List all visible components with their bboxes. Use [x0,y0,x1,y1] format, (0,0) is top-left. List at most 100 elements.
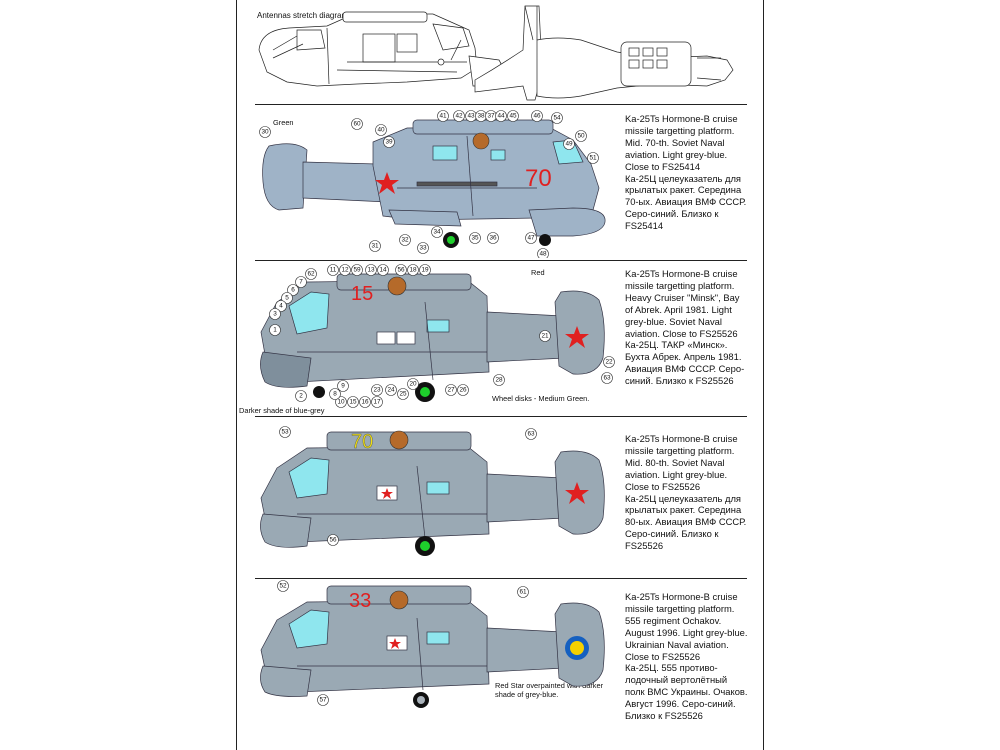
callout-label: 56 [397,267,405,274]
callout-label: 6 [291,287,295,294]
tactical-number: 70 [525,165,552,192]
callout-label: 50 [577,133,585,140]
callout-label: 16 [361,399,369,406]
red-star-icon [381,488,393,499]
callout-label: 12 [341,267,349,274]
callout-label: 2 [299,393,303,400]
red-star-icon [375,172,399,194]
callout-label: 24 [387,387,395,394]
profile-1-drawing: 70 30 39 40 60 41 42 43 38 37 44 45 46 5… [259,110,606,258]
callout-group: 52 61 57 [277,580,529,706]
callout-label: 27 [447,387,455,394]
callout-label: 30 [261,129,269,136]
callout-label: 11 [330,267,337,274]
callout-label: 23 [373,387,381,394]
profile-3-drawing: 70 53 63 56 [260,426,605,556]
callout-label: 10 [337,399,345,406]
callout-label: 48 [539,251,547,258]
antennas-diagram-title: Antennas stretch diagram [257,11,349,20]
note-wheel-disks: Wheel disks - Medium Green. [492,394,590,403]
callout-label: 47 [527,235,535,242]
note-green: Green [273,118,294,127]
callout-label: 41 [439,113,447,120]
wheel-icon [539,234,551,246]
wheel-disk-icon [420,541,430,551]
callout-label: 54 [553,115,561,122]
orange-disc-icon [387,276,407,296]
decal-instruction-sheet: Antennas stretch diagram [236,0,764,750]
orange-disc-icon [389,430,409,450]
callout-label: 25 [399,391,407,398]
callout-label: 13 [367,267,375,274]
callout-label: 51 [589,155,597,162]
divider [255,578,747,579]
callout-label: 59 [353,267,361,274]
callout-label: 5 [285,295,289,302]
tactical-number: 33 [349,590,371,612]
callout-label: 37 [487,113,495,120]
callout-label: 4 [279,303,283,310]
callout-label: 33 [419,245,427,252]
divider [255,104,747,105]
callout-label: 60 [353,121,361,128]
callout-label: 22 [605,359,613,366]
callout-label: 40 [377,127,385,134]
wheel-disk-icon [420,387,430,397]
callout-label: 28 [495,377,503,384]
callout-label: 14 [379,267,387,274]
tactical-number: 15 [351,283,373,305]
callout-label: 1 [273,327,277,334]
callout-label: 56 [329,537,337,544]
callout-label: 32 [401,237,409,244]
callout-label: 53 [281,429,289,436]
callout-label: 44 [497,113,505,120]
note-red: Red [531,268,545,277]
antennas-stretch-diagram [258,5,734,101]
callout-label: 17 [373,399,381,406]
wheel-icon [313,386,325,398]
profile-4-drawing: 33 52 61 57 [260,580,605,708]
callout-label: 46 [533,113,541,120]
callout-label: 39 [385,139,393,146]
callout-label: 43 [467,113,475,120]
callout-label: 63 [527,431,535,438]
wheel-disk-icon [447,236,455,244]
callout-label: 38 [477,113,485,120]
divider [255,416,747,417]
callout-label: 45 [509,113,517,120]
callout-label: 35 [471,235,479,242]
red-star-icon [565,482,589,504]
callout-label: 26 [459,387,467,394]
callout-label: 21 [541,333,549,340]
note-red-star-overpainted: Red Star overpainted with darker shade o… [495,681,604,699]
callout-label: 3 [273,311,277,318]
ukrainian-roundel-center [570,641,584,655]
callout-label: 15 [349,399,357,406]
wheel-disk-icon [417,696,425,704]
callout-label: 9 [341,383,345,390]
callout-label: 36 [489,235,497,242]
callout-label: 57 [319,697,327,704]
callout-label: 18 [409,267,417,274]
callout-label: 31 [371,243,379,250]
callout-label: 7 [299,279,303,286]
callout-label: 63 [603,375,611,382]
orange-disc-icon [472,132,490,150]
red-star-icon [565,326,589,348]
callout-label: 49 [565,141,573,148]
callout-label: 19 [421,267,429,274]
callout-group: 30 39 40 60 41 42 43 38 37 44 45 46 54 5… [259,110,599,258]
callout-label: 62 [307,271,315,278]
tactical-number: 70 [351,431,373,453]
callout-label: 61 [519,589,527,596]
red-star-icon [389,638,401,649]
callout-label: 8 [333,391,337,398]
callout-label: 42 [455,113,463,120]
orange-disc-icon [389,590,409,610]
profile-2-drawing: 15 62 11 12 59 13 14 56 18 19 7 6 5 4 3 … [260,264,615,408]
callout-label: 20 [409,381,417,388]
